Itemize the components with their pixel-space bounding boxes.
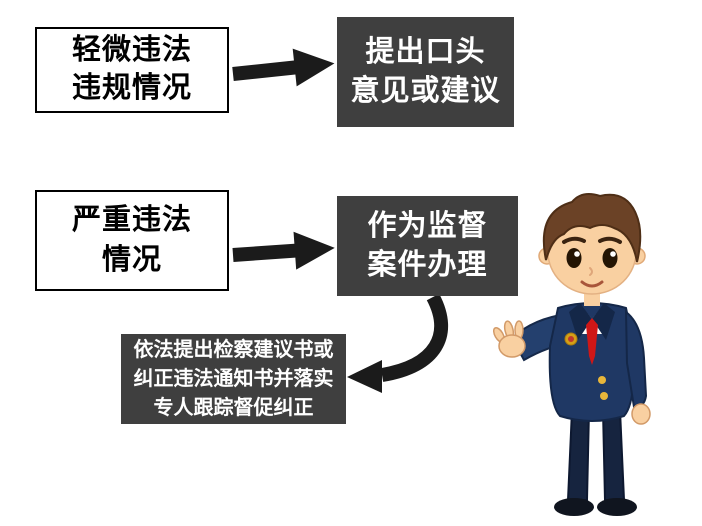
box-label-line: 意见或建议	[350, 75, 501, 107]
box-label-line: 提出口头	[365, 35, 486, 68]
flow-box-correction-notice: 依法提出检察建议书或 纠正违法通知书并落实 专人跟踪督促纠正	[121, 334, 346, 424]
box-label-line: 依法提出检察建议书或	[133, 338, 334, 361]
box-label-line: 案件办理	[367, 249, 488, 281]
flow-box-verbal-suggestion: 提出口头 意见或建议	[337, 17, 514, 127]
box-label-line: 严重违法	[71, 204, 192, 237]
box-label-line: 作为监督	[367, 209, 488, 242]
flow-box-minor-violation: 轻微违法 违规情况	[35, 27, 229, 113]
flow-box-serious-violation: 严重违法 情况	[35, 190, 229, 291]
box-label-line: 纠正违法通知书并落实	[133, 367, 334, 390]
box-label-line: 情况	[101, 243, 162, 276]
arrow-right-icon	[232, 231, 335, 270]
arrow-right-icon	[232, 48, 335, 87]
box-label-line: 专人跟踪督促纠正	[153, 396, 314, 419]
procurator-character-illustration	[492, 193, 651, 516]
box-label-line: 违规情况	[71, 72, 192, 104]
flow-box-supervision-case: 作为监督 案件办理	[337, 196, 518, 296]
curved-arrow-icon	[347, 293, 449, 393]
box-label-line: 轻微违法	[71, 34, 192, 67]
